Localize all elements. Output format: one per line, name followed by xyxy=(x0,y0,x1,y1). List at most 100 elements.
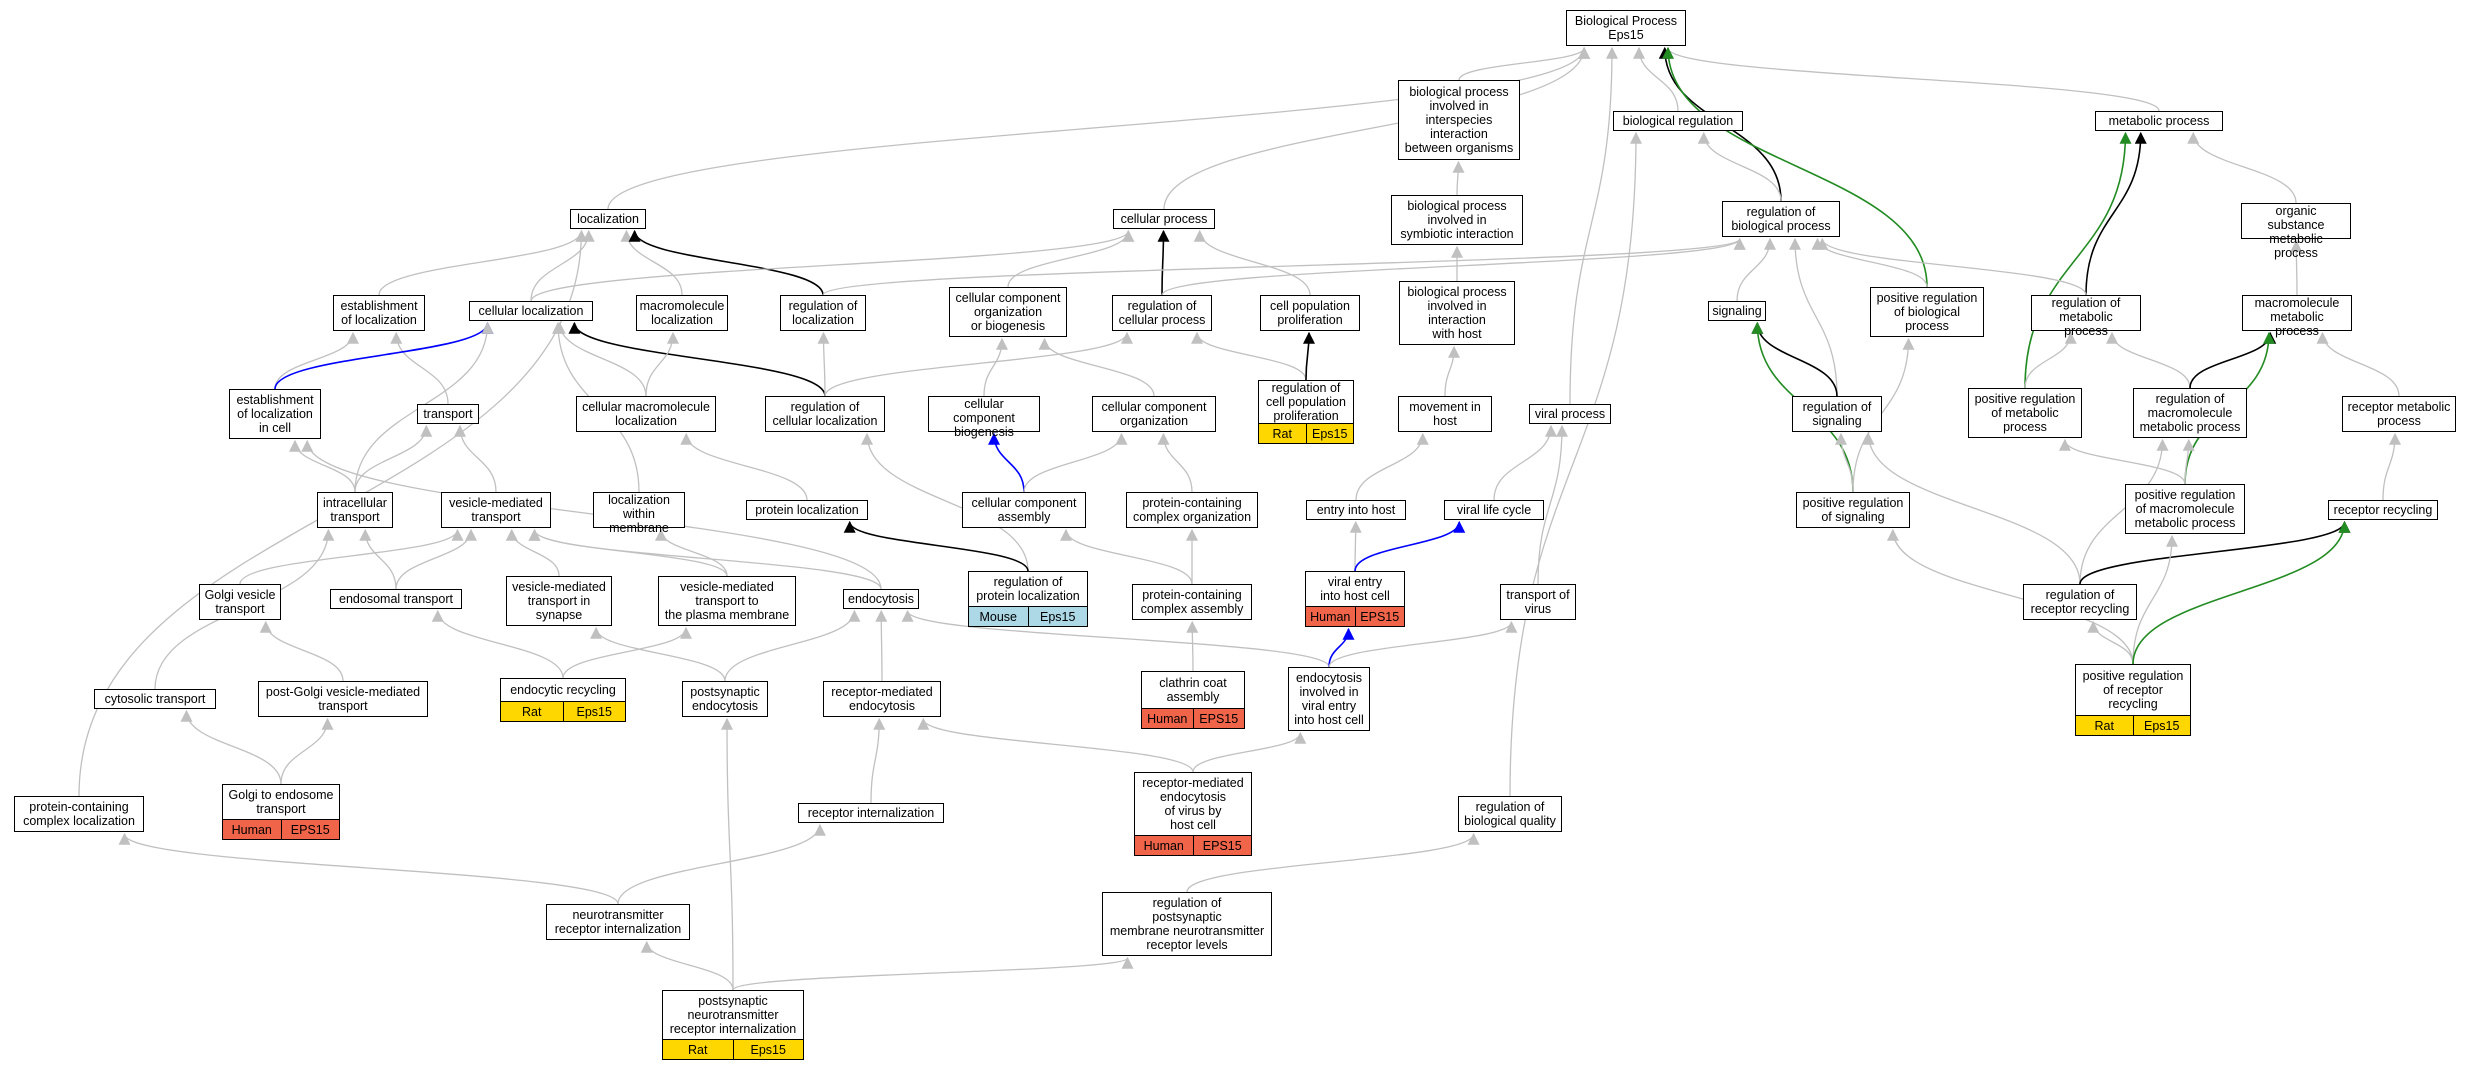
node-regmacromet[interactable]: regulation of macromolecule metabolic pr… xyxy=(2133,388,2247,438)
node-ccorg_bio[interactable]: cellular component organization or bioge… xyxy=(949,287,1067,337)
node-recrecyc[interactable]: receptor recycling xyxy=(2328,500,2438,520)
node-ccbiogen[interactable]: cellular component biogenesis xyxy=(928,396,1040,439)
edge-regcellpop-to-regcell xyxy=(1191,331,1307,381)
node-cytosolic[interactable]: cytosolic transport xyxy=(94,689,216,709)
node-label: localization within membrane xyxy=(608,493,670,535)
edge-golgives-to-vesmed xyxy=(239,528,464,585)
node-vestsyn[interactable]: vesicle-mediated transport in synapse xyxy=(506,576,612,626)
node-entryhost[interactable]: entry into host xyxy=(1306,500,1406,520)
node-posregmet[interactable]: positive regulation of metabolic process xyxy=(1968,388,2082,438)
edge-golgiendo-to-postgolgi xyxy=(280,717,334,785)
node-label: receptor metabolic process xyxy=(2347,400,2451,428)
node-pcclocal[interactable]: protein-containing complex localization xyxy=(14,796,144,832)
node-estloccell[interactable]: establishment of localization in cell xyxy=(229,389,321,439)
node-regrecrecyc[interactable]: regulation of receptor recycling xyxy=(2023,584,2137,620)
node-transport[interactable]: transport xyxy=(417,404,479,424)
node-viralcycle[interactable]: viral life cycle xyxy=(1444,500,1544,520)
node-root[interactable]: Biological Process Eps15 xyxy=(1566,10,1686,46)
node-recmedvirus[interactable]: receptor-mediated endocytosis of virus b… xyxy=(1134,772,1252,856)
node-regsig[interactable]: regulation of signaling xyxy=(1792,396,1882,432)
node-posregsig[interactable]: positive regulation of signaling xyxy=(1796,492,1910,528)
node-regbioqual[interactable]: regulation of biological quality xyxy=(1458,796,1562,832)
node-symbiotic[interactable]: biological process involved in symbiotic… xyxy=(1391,195,1523,245)
edge-regcellloc-to-regcell xyxy=(824,331,1133,397)
node-protloc[interactable]: protein localization xyxy=(746,500,868,520)
node-cellproc[interactable]: cellular process xyxy=(1113,209,1215,229)
node-recmet[interactable]: receptor metabolic process xyxy=(2342,396,2456,432)
annotation-species: Rat xyxy=(2094,718,2114,733)
node-localization[interactable]: localization xyxy=(570,209,646,229)
node-macroloc[interactable]: macromolecule localization xyxy=(636,295,728,331)
node-regcell[interactable]: regulation of cellular process xyxy=(1112,295,1212,331)
edge-regbio-to-bioreg xyxy=(1697,131,1782,202)
node-pccorg[interactable]: protein-containing complex organization xyxy=(1126,492,1258,528)
node-postgolgi[interactable]: post-Golgi vesicle-mediated transport xyxy=(258,681,428,717)
node-recint[interactable]: receptor internalization xyxy=(798,803,944,823)
node-macromet[interactable]: macromolecule metabolic process xyxy=(2242,295,2352,338)
node-regpost[interactable]: regulation of postsynaptic membrane neur… xyxy=(1102,892,1272,956)
edge-transport-to-estloc xyxy=(390,331,449,405)
node-label: endosomal transport xyxy=(339,592,453,606)
node-estloc[interactable]: establishment of localization xyxy=(333,295,425,331)
node-ccorg[interactable]: cellular component organization xyxy=(1092,396,1216,432)
node-label: biological process involved in interacti… xyxy=(1407,285,1507,341)
node-posregbio[interactable]: positive regulation of biological proces… xyxy=(1870,287,1984,337)
node-regcellloc[interactable]: regulation of cellular localization xyxy=(765,396,885,432)
node-regcellpop[interactable]: regulation of cell population proliferat… xyxy=(1258,380,1354,444)
node-label: postsynaptic neurotransmitter receptor i… xyxy=(669,994,797,1036)
node-vestpm[interactable]: vesicle-mediated transport to the plasma… xyxy=(658,576,796,626)
node-interspecies[interactable]: biological process involved in interspec… xyxy=(1398,80,1520,160)
node-cellmacroloc[interactable]: cellular macromolecule localization xyxy=(576,396,716,432)
node-endoviral[interactable]: endocytosis involved in viral entry into… xyxy=(1288,667,1370,731)
edge-ccorg-to-ccorg_bio xyxy=(1038,337,1155,397)
edge-regsig-to-signaling xyxy=(1751,321,1838,397)
node-metabolic[interactable]: metabolic process xyxy=(2095,111,2223,131)
node-locmem[interactable]: localization within membrane xyxy=(593,492,685,535)
node-regloc[interactable]: regulation of localization xyxy=(780,295,866,331)
node-label: receptor-mediated endocytosis xyxy=(831,685,933,713)
node-cellpop[interactable]: cell population proliferation xyxy=(1260,295,1360,331)
edge-viralproc-to-root xyxy=(1569,46,1618,405)
node-label: positive regulation of signaling xyxy=(1802,496,1904,524)
node-ntrecint[interactable]: neurotransmitter receptor internalizatio… xyxy=(546,904,690,940)
node-golgives[interactable]: Golgi vesicle transport xyxy=(199,584,281,620)
node-viralproc[interactable]: viral process xyxy=(1529,404,1611,424)
node-transvirus[interactable]: transport of virus xyxy=(1500,584,1576,620)
edge-regcellpop-to-cellpop xyxy=(1302,331,1315,381)
node-bioreg[interactable]: biological regulation xyxy=(1613,111,1743,131)
node-endosomal[interactable]: endosomal transport xyxy=(330,589,462,609)
node-regbio[interactable]: regulation of biological process xyxy=(1722,201,1840,237)
node-signaling[interactable]: signaling xyxy=(1708,301,1766,321)
node-intracell[interactable]: intracellular transport xyxy=(317,492,393,528)
node-posregmacro[interactable]: positive regulation of macromolecule met… xyxy=(2125,484,2245,534)
node-postsynendo[interactable]: postsynaptic endocytosis xyxy=(682,681,768,717)
node-cellloc[interactable]: cellular localization xyxy=(469,301,593,321)
node-label: endocytic recycling xyxy=(510,683,616,697)
node-organic[interactable]: organic substance metabolic process xyxy=(2241,203,2351,260)
edge-metabolic-to-root xyxy=(1662,46,2160,112)
node-label: positive regulation of metabolic process xyxy=(1974,392,2076,434)
edge-posregmacro-to-regmacromet xyxy=(2182,438,2195,485)
edge-posregrecrecyc-to-regrecrecyc xyxy=(2087,620,2134,665)
node-pccassembly[interactable]: protein-containing complex assembly xyxy=(1132,584,1252,620)
node-regmet[interactable]: regulation of metabolic process xyxy=(2031,295,2141,338)
node-recmedendo[interactable]: receptor-mediated endocytosis xyxy=(823,681,941,717)
edge-postntrecint-to-regpost xyxy=(732,956,1134,991)
node-movehost[interactable]: movement in host xyxy=(1398,396,1492,432)
node-ccassembly[interactable]: cellular component assembly xyxy=(962,492,1086,528)
node-endocytosis[interactable]: endocytosis xyxy=(843,589,919,609)
annotation-gene: EPS15 xyxy=(1192,709,1245,728)
node-label: Golgi vesicle transport xyxy=(204,588,276,616)
node-posregrecrecyc[interactable]: positive regulation of receptor recyclin… xyxy=(2075,664,2191,736)
node-vesmed[interactable]: vesicle-mediated transport xyxy=(441,492,551,528)
edge-viralcycle-to-viralproc xyxy=(1493,424,1557,501)
node-bpinhost[interactable]: biological process involved in interacti… xyxy=(1399,281,1515,345)
node-postntrecint[interactable]: postsynaptic neurotransmitter receptor i… xyxy=(662,990,804,1060)
